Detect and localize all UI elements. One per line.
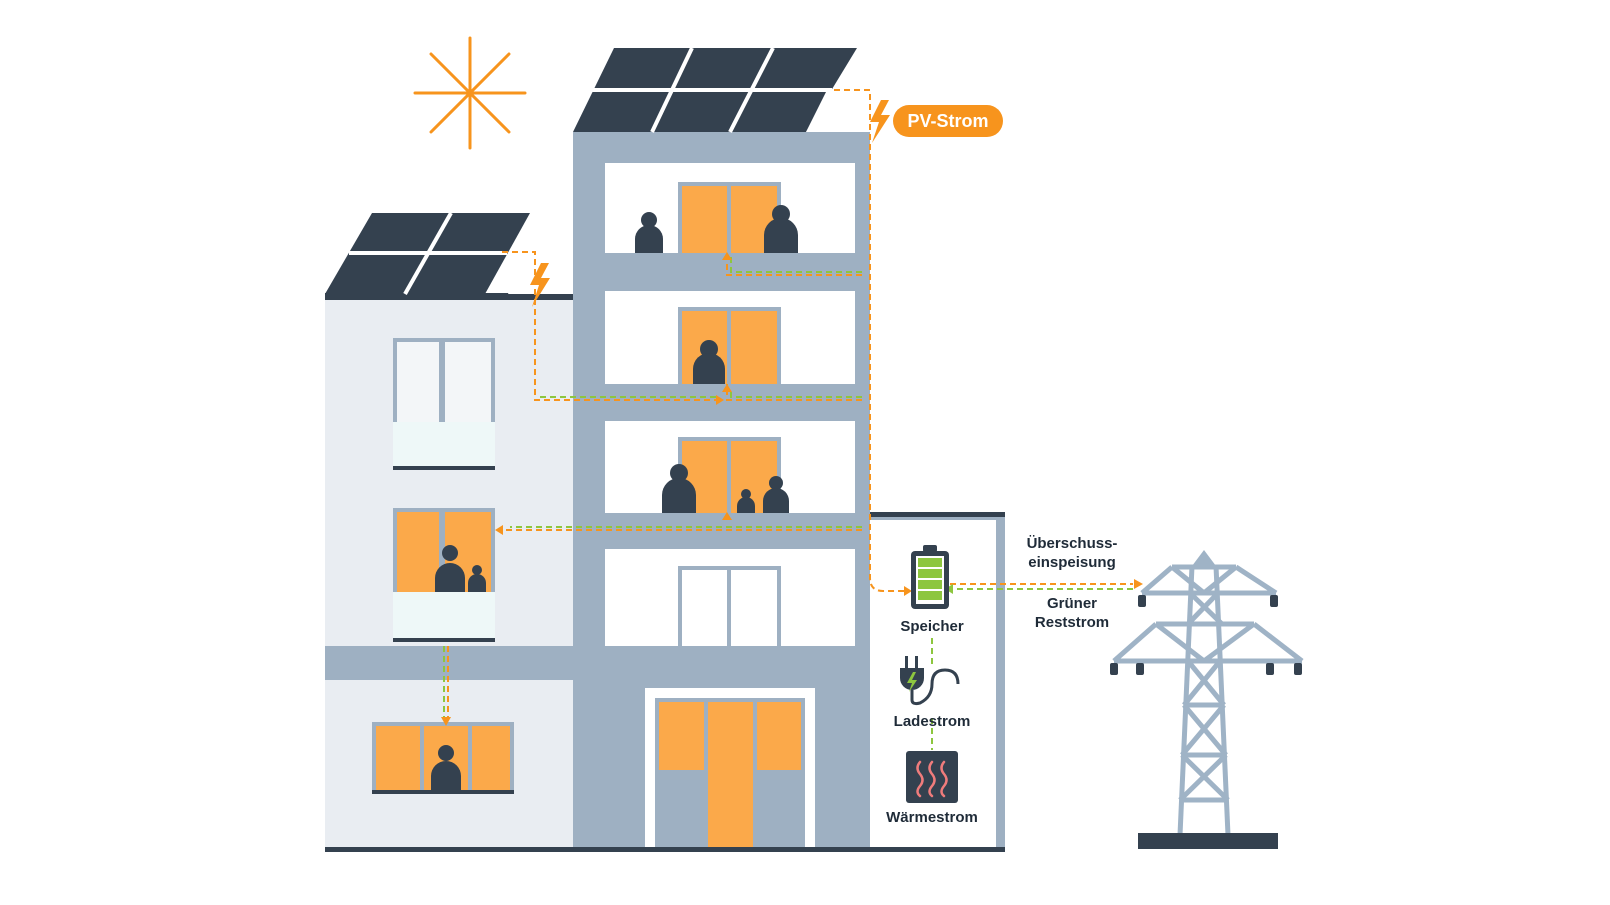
ueberschuss-label-line1: Überschuss- xyxy=(1027,535,1118,552)
entrance-door xyxy=(645,688,815,849)
pv-strom-label: PV-Strom xyxy=(907,111,988,131)
gruener-reststrom-label-line2: Reststrom xyxy=(1035,614,1109,631)
floor-1-window xyxy=(678,566,781,646)
left-solar-panel-grid xyxy=(349,212,507,295)
people xyxy=(431,205,798,790)
pv-strom-badge: PV-Strom xyxy=(893,105,1003,137)
lightning-icon xyxy=(870,100,890,143)
waermestrom-label: Wärmestrom xyxy=(886,809,978,826)
gruener-reststrom-label-line1: Grüner xyxy=(1047,595,1097,612)
speicher-label: Speicher xyxy=(900,618,964,635)
floor-4-window xyxy=(678,182,781,253)
main-solar-panel-grid xyxy=(591,47,832,133)
person-icon xyxy=(763,476,789,513)
green-flow-lines xyxy=(443,256,1133,750)
left-window-upper xyxy=(393,338,495,470)
annex-roofline xyxy=(870,512,1005,517)
battery-icon xyxy=(911,545,949,609)
lightning-icon xyxy=(530,263,550,307)
ueberschuss-label-line2: einspeisung xyxy=(1028,554,1116,571)
person-icon xyxy=(435,545,465,592)
heater-icon xyxy=(906,751,958,803)
person-icon xyxy=(468,565,486,592)
plug-icon xyxy=(900,656,960,706)
tower-insulators xyxy=(1110,595,1302,675)
sun-icon xyxy=(413,36,527,150)
person-icon xyxy=(693,340,725,384)
flow-arrowheads xyxy=(441,252,1143,726)
person-icon xyxy=(764,205,798,253)
person-icon xyxy=(662,464,696,513)
person-icon xyxy=(431,745,461,790)
person-icon xyxy=(635,212,663,253)
tower-base xyxy=(1138,833,1278,849)
person-icon xyxy=(737,489,755,513)
pv-flow-lines xyxy=(447,89,1133,718)
ladestrom-label: Ladestrom xyxy=(894,713,971,730)
ground-line xyxy=(325,847,1005,852)
power-tower-icon xyxy=(1112,550,1304,836)
left-building-roof xyxy=(325,293,573,300)
main-roof-white xyxy=(806,90,870,132)
